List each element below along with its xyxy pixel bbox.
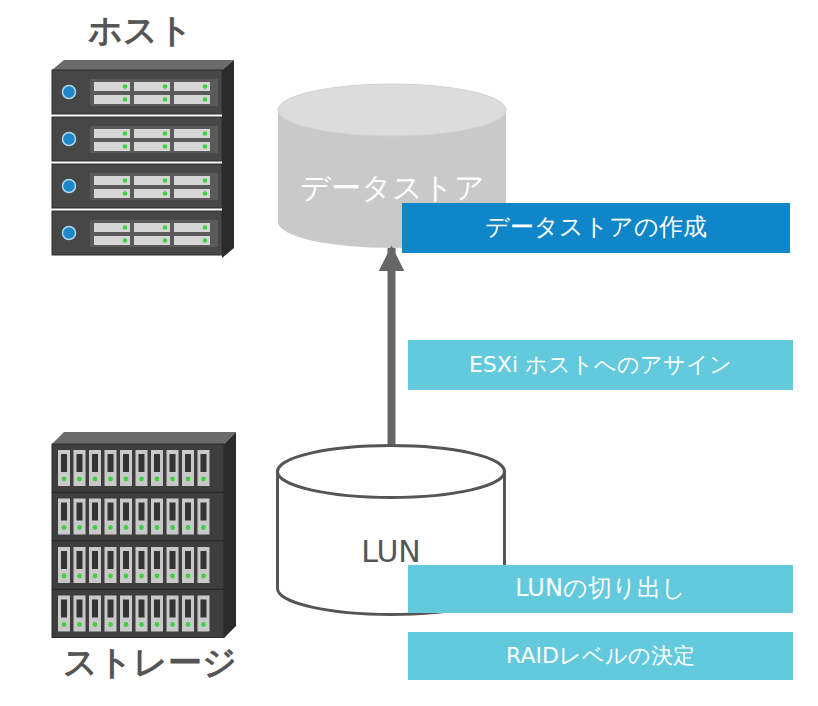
node-text: ESXi ホストへのアサイン — [469, 352, 732, 377]
storage-array — [52, 432, 236, 638]
flow-arrow — [388, 248, 396, 444]
step-box: RAIDレベルの決定 — [408, 632, 793, 680]
host-server — [52, 60, 234, 258]
node-text: データストア — [300, 171, 485, 206]
node-text: データストアの作成 — [485, 214, 707, 242]
cylinder-top — [278, 84, 506, 136]
node-text: RAIDレベルの決定 — [506, 643, 695, 668]
step-box: データストアの作成 — [402, 203, 790, 253]
cylinder-top — [278, 446, 505, 498]
step-box: ESXi ホストへのアサイン — [408, 340, 793, 390]
node-text: LUNの切り出し — [515, 575, 686, 603]
step-box: LUNの切り出し — [408, 565, 793, 613]
device-label: ストレージ — [40, 640, 260, 686]
device-label: ホスト — [40, 8, 240, 54]
